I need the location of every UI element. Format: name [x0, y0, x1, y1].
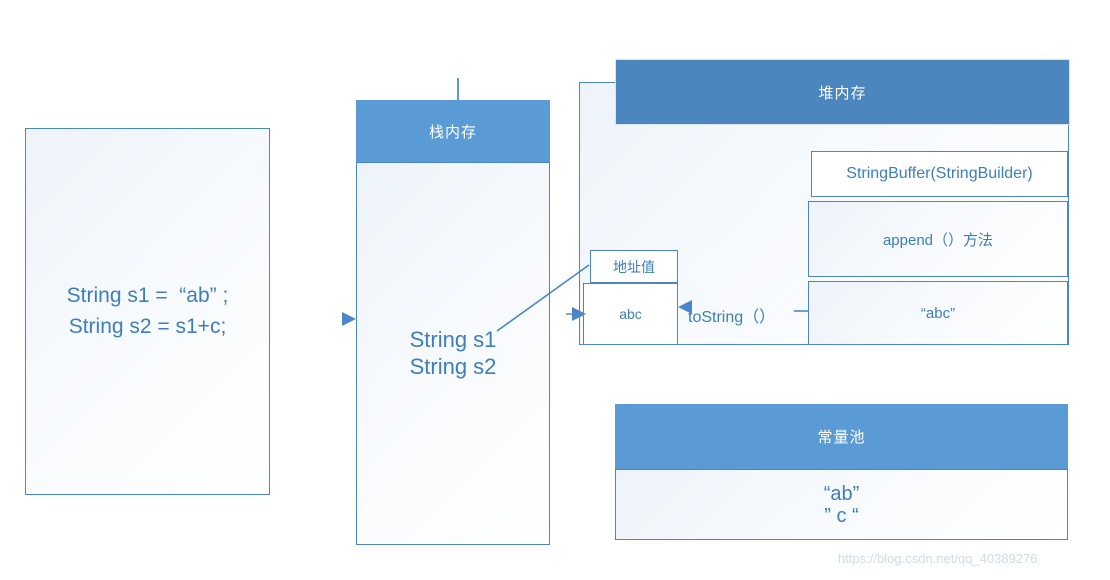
constant-pool-entry-ab: “ab”: [823, 482, 860, 505]
address-value-box: abc: [583, 283, 678, 345]
stringbuffer-box: StringBuffer(StringBuilder): [811, 151, 1068, 197]
constant-pool-header: 常量池: [615, 404, 1068, 469]
abc-literal-box: “abc”: [808, 281, 1068, 345]
watermark-text: https://blog.csdn.net/qq_40389276: [838, 551, 1038, 566]
stack-top-connector-stub: [457, 78, 459, 100]
address-value-label-box: 地址值: [590, 250, 678, 283]
code-line-2: String s2 = s1+c;: [68, 314, 227, 338]
arrow-code-to-stack-icon: [342, 312, 356, 326]
tostring-label: toString（）: [688, 309, 776, 326]
constant-pool-body: “ab” ” c “: [615, 469, 1068, 540]
append-method-box: append（）方法: [808, 201, 1068, 277]
stack-memory-body: String s1 String s2: [356, 162, 550, 545]
stack-memory-header: 栈内存: [356, 100, 550, 162]
stack-var-s1: String s1: [409, 327, 497, 353]
heap-memory-header: 堆内存: [615, 59, 1070, 125]
stack-var-s2: String s2: [409, 353, 497, 379]
code-line-1: String s1 = “ab” ;: [66, 284, 229, 308]
code-snippet-box: String s1 = “ab” ; String s2 = s1+c;: [25, 128, 270, 495]
constant-pool-entry-c: ” c “: [824, 504, 859, 527]
